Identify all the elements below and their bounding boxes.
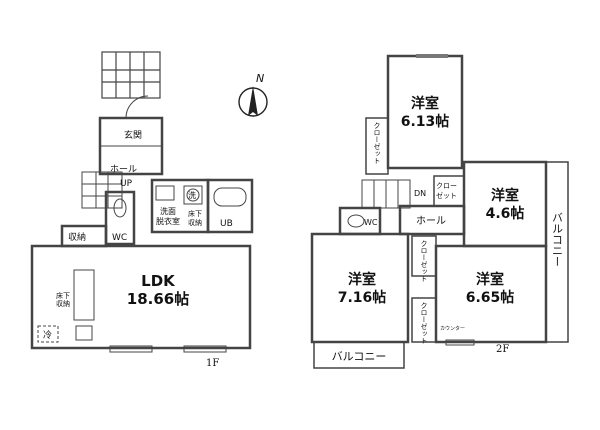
label-wc-2f: WC — [364, 218, 378, 227]
entrance-door-swing — [125, 95, 149, 119]
toilet-icon-2f — [347, 214, 365, 228]
bathtub-icon — [213, 187, 247, 207]
closet-a — [365, 117, 389, 175]
kitchen-counter — [73, 269, 95, 321]
compass-needle-icon — [248, 86, 258, 116]
label-r2-size: 4.6帖 — [486, 205, 525, 222]
label-kitchen-1: 床下 — [56, 291, 70, 300]
room-2f-3 — [310, 232, 410, 344]
label-closet-c: クローゼット — [420, 240, 428, 282]
label-floor-2f: 2F — [496, 344, 509, 355]
label-r3-name: 洋室 — [348, 271, 376, 288]
label-r4-size: 6.65帖 — [466, 289, 515, 306]
wc-room-1f — [104, 190, 136, 246]
closet-b — [433, 175, 465, 207]
label-senmen-2: 脱衣室 — [156, 216, 180, 226]
cooktop-icon — [75, 325, 93, 341]
bathroom-ub — [206, 178, 254, 234]
room-2f-2 — [462, 160, 548, 248]
label-wash-tag: 洗 — [188, 190, 196, 200]
compass: N — [238, 72, 268, 117]
label-hall-1f: ホール — [110, 164, 137, 175]
label-r4-name: 洋室 — [476, 271, 504, 288]
washing-machine-icon — [183, 185, 203, 205]
label-fridge: 冷 — [43, 329, 52, 341]
label-r3-size: 7.16帖 — [338, 289, 387, 306]
label-closet-a: クローゼット — [373, 122, 381, 164]
label-closet-d: クローゼット — [420, 302, 428, 344]
label-closet-b1: クロー — [436, 182, 457, 190]
label-up: UP — [120, 179, 133, 189]
label-r1-name: 洋室 — [411, 95, 439, 112]
window-2f-bottom — [445, 339, 475, 346]
label-closet-b2: ゼット — [436, 191, 457, 200]
label-balcony-side: バルコニー — [551, 212, 564, 267]
balcony-bottom — [313, 341, 405, 369]
window-1f-right — [183, 345, 227, 353]
label-kitchen-2: 収納 — [56, 299, 70, 308]
label-counter: カウンター — [440, 325, 465, 332]
floor-2-labels: 洋室 6.13帖 洋室 4.6帖 洋室 7.16帖 洋室 6.65帖 ホール D… — [332, 95, 564, 363]
window-1f-left — [109, 345, 153, 353]
label-hall-2f: ホール — [416, 215, 446, 227]
label-wc-1f: WC — [112, 233, 127, 243]
room-2f-4 — [434, 244, 548, 344]
label-r2-name: 洋室 — [491, 187, 519, 204]
room-2f-1 — [386, 54, 464, 170]
floor-2 — [310, 54, 569, 369]
stairs-1f — [81, 171, 123, 209]
label-r1-size: 6.13帖 — [401, 113, 450, 130]
sink-icon — [155, 185, 175, 201]
floor-1-labels: 玄関 ホール UP 収納 WC 洗 洗面 脱衣室 床下 収納 UB LDK 18… — [43, 129, 233, 369]
label-ldk-size: 18.66帖 — [127, 290, 189, 308]
label-ldk-name: LDK — [141, 272, 176, 290]
label-senmen-1: 洗面 — [160, 206, 176, 216]
label-dn: DN — [414, 189, 426, 198]
label-storage: 収納 — [68, 231, 86, 243]
stairs-2f — [361, 179, 411, 209]
fridge-box — [37, 325, 59, 343]
floor-1 — [30, 51, 254, 353]
entrance-steps — [101, 51, 161, 99]
label-yukashita-2: 収納 — [188, 218, 202, 227]
label-floor-1f: 1F — [206, 358, 219, 369]
label-balcony-bottom: バルコニー — [332, 350, 387, 363]
compass-label: N — [256, 72, 264, 85]
label-yukashita-1: 床下 — [188, 209, 202, 218]
label-genkan: 玄関 — [124, 129, 142, 141]
toilet-icon — [113, 198, 127, 218]
ldk-room — [30, 244, 252, 350]
label-ub: UB — [220, 219, 233, 229]
